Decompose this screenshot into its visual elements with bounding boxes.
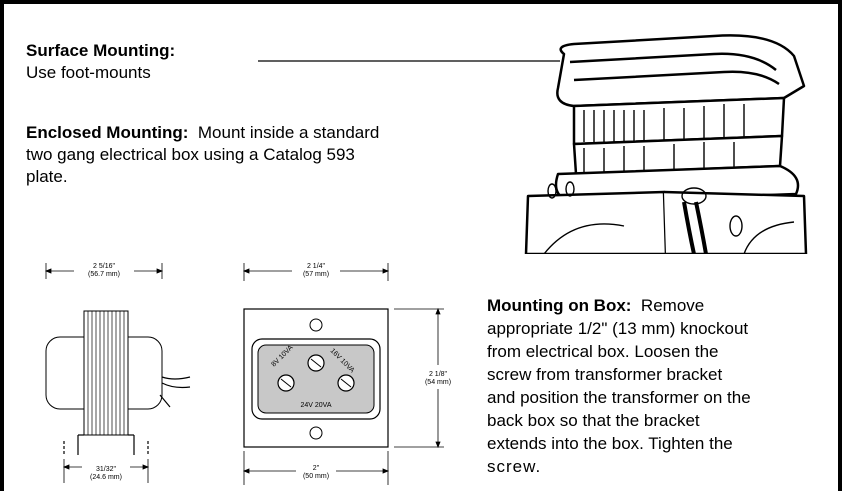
mounting-box-text-8: screw. [487, 457, 542, 476]
side-width-mm: (56.7 mm) [88, 271, 120, 278]
surface-mounting-text: Use foot-mounts [26, 63, 151, 82]
front-width-in: 2 1/4" [307, 263, 326, 270]
mounting-box-text-1: Remove [640, 296, 705, 315]
front-view-drawing: 2 1/4" (57 mm) 8V 10VA 16V 10VA 24V 20VA [242, 263, 451, 485]
enclosed-mounting-text-3: plate. [26, 167, 68, 186]
enclosed-mounting-line-1: Enclosed Mounting: Mount inside a standa… [26, 122, 379, 144]
surface-mounting-heading: Surface Mounting: [26, 41, 176, 60]
mounting-box-text-6: back box so that the bracket [487, 411, 700, 430]
leader-line [258, 60, 560, 62]
side-view-drawing: 2 5/16" (56.7 mm) [44, 263, 191, 483]
enclosed-mounting-text-2: two gang electrical box using a Catalog … [26, 145, 355, 164]
enclosed-mounting-heading: Enclosed Mounting: [26, 123, 189, 142]
terminal-24v-label: 24V 20VA [300, 402, 331, 409]
front-bottom-mm: (50 mm) [303, 473, 329, 480]
mounting-box-line-1: Mounting on Box: Remove [487, 295, 704, 317]
mounting-box-text-3: from electrical box. Loosen the [487, 342, 719, 361]
mounting-box-heading: Mounting on Box: [487, 296, 632, 315]
front-width-mm: (57 mm) [303, 271, 329, 278]
front-height-mm: (54 mm) [425, 379, 451, 386]
mounting-box-text-2: appropriate 1/2" (13 mm) knockout [487, 319, 749, 338]
mounting-box-text-7: extends into the box. Tighten the [487, 434, 733, 453]
front-height-in: 2 1/8" [429, 371, 448, 378]
front-bottom-in: 2" [313, 465, 320, 472]
transformer-box-illustration [524, 34, 808, 254]
mounting-box-text-4: screw from transformer bracket [487, 365, 723, 384]
side-foot-mm: (24.6 mm) [90, 474, 122, 481]
side-width-in: 2 5/16" [93, 263, 115, 270]
mounting-box-text-5: and position the transformer on the [487, 388, 751, 407]
side-foot-in: 31/32" [96, 466, 117, 473]
enclosed-mounting-text-1: Mount inside a standard [197, 123, 380, 142]
